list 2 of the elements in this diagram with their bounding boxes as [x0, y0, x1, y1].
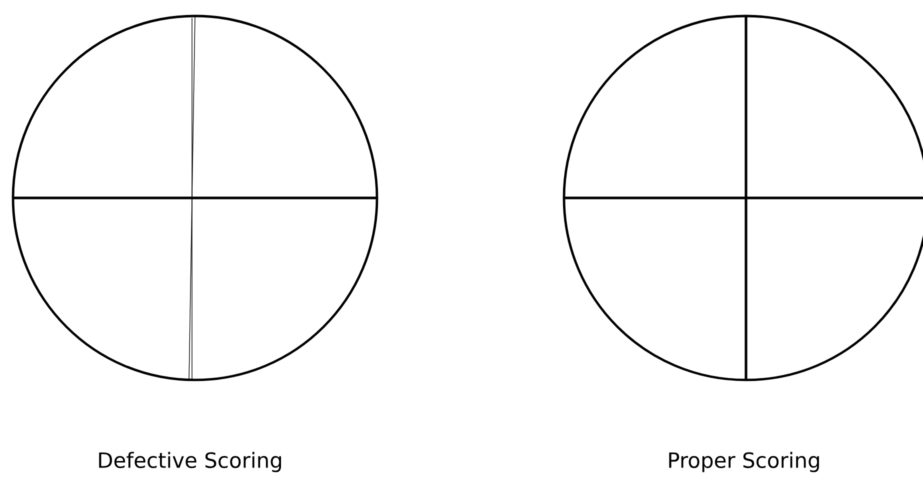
- node-label: Proper Scoring: [669, 452, 819, 472]
- node-label: Defective Scoring: [99, 452, 282, 472]
